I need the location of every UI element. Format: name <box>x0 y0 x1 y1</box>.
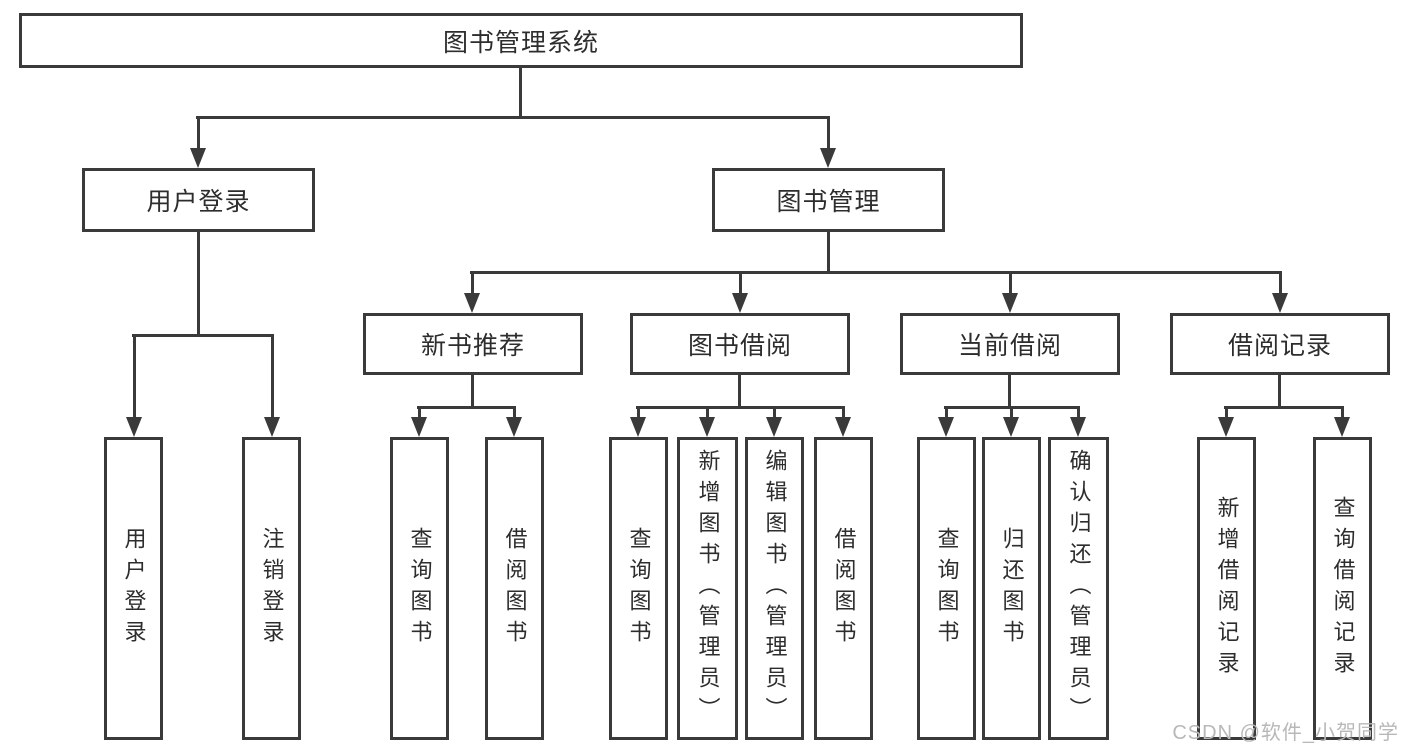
leaf-cb-return-books-label: 归还图书 <box>999 526 1025 651</box>
arrowhead-icon <box>1003 417 1019 437</box>
arrowhead-icon <box>630 417 646 437</box>
leaf-cb-confirm-return-admin: 确认归还（管理员） <box>1048 437 1109 740</box>
leaf-cb-query-books: 查询图书 <box>917 437 976 740</box>
leaf-ul-logout: 注销登录 <box>242 437 301 740</box>
connector-user-login-stub <box>197 232 200 337</box>
arrow-to-user-login <box>190 118 206 168</box>
arrowhead-icon <box>835 417 851 437</box>
connector-root-branch <box>196 116 830 119</box>
leaf-br-query-borrow-record: 查询借阅记录 <box>1313 437 1372 740</box>
arrow-to-book-borrow <box>732 273 748 313</box>
node-borrow-record: 借阅记录 <box>1170 313 1390 375</box>
connector-root-stub <box>519 68 522 119</box>
node-book-management: 图书管理 <box>712 168 945 232</box>
arrow-to-cb-return-books <box>1003 408 1019 437</box>
leaf-nbr-query-books-label: 查询图书 <box>407 526 433 651</box>
arrow-to-br-add-record <box>1218 408 1234 437</box>
arrowhead-icon <box>766 417 782 437</box>
leaf-nbr-borrow-books-label: 借阅图书 <box>502 526 528 651</box>
arrow-to-bb-add-books <box>699 408 715 437</box>
node-borrow-record-label: 借阅记录 <box>1227 332 1332 360</box>
leaf-bb-query-books: 查询图书 <box>609 437 668 740</box>
connector-user-login-branch <box>132 334 274 337</box>
connector-borrow-record-branch <box>1224 406 1344 409</box>
node-book-borrow-label: 图书借阅 <box>687 332 792 360</box>
leaf-bb-add-books-admin-label: 新增图书（管理员） <box>695 449 721 728</box>
csdn-watermark: CSDN @软件_小贺同学 <box>1172 722 1399 744</box>
arrow-to-nbr-borrow-books <box>506 408 522 437</box>
connector-book-borrow-branch <box>636 406 845 409</box>
arrow-to-bb-borrow-books <box>835 408 851 437</box>
arrowhead-icon <box>732 293 748 313</box>
connector-current-borrow-stub <box>1008 375 1011 409</box>
arrowhead-icon <box>126 417 142 437</box>
leaf-nbr-borrow-books: 借阅图书 <box>485 437 544 740</box>
arrowhead-icon <box>699 417 715 437</box>
node-user-login-label: 用户登录 <box>146 188 251 216</box>
arrowhead-icon <box>1218 417 1234 437</box>
arrow-to-nbr-query-books <box>411 408 427 437</box>
leaf-bb-borrow-books: 借阅图书 <box>814 437 873 740</box>
arrowhead-icon <box>411 417 427 437</box>
node-book-borrow: 图书借阅 <box>630 313 850 375</box>
arrow-to-leaf-user-login <box>126 336 142 437</box>
connector-new-book-recommend-stub <box>471 375 474 409</box>
arrowhead-icon <box>1002 293 1018 313</box>
node-root-label: 图书管理系统 <box>442 28 599 57</box>
arrowhead-icon <box>1070 417 1086 437</box>
arrow-to-br-query-record <box>1334 408 1350 437</box>
arrowhead-icon <box>938 417 954 437</box>
arrowhead-icon <box>464 293 480 313</box>
leaf-cb-return-books: 归还图书 <box>982 437 1041 740</box>
leaf-nbr-query-books: 查询图书 <box>390 437 449 740</box>
arrowhead-icon <box>1334 417 1350 437</box>
connector-new-book-recommend-branch <box>417 406 516 409</box>
leaf-br-query-borrow-record-label: 查询借阅记录 <box>1330 495 1356 682</box>
node-user-login: 用户登录 <box>82 168 315 232</box>
leaf-bb-edit-books-admin-label: 编辑图书（管理员） <box>762 449 788 728</box>
node-new-book-recommend-label: 新书推荐 <box>420 332 525 360</box>
arrow-to-new-book-recommend <box>464 273 480 313</box>
arrowhead-icon <box>820 148 836 168</box>
leaf-bb-edit-books-admin: 编辑图书（管理员） <box>745 437 804 740</box>
leaf-br-add-borrow-record-label: 新增借阅记录 <box>1214 495 1240 682</box>
node-book-management-label: 图书管理 <box>776 188 881 216</box>
leaf-cb-confirm-return-admin-label: 确认归还（管理员） <box>1066 449 1092 728</box>
arrowhead-icon <box>264 417 280 437</box>
connector-current-borrow-branch <box>944 406 1080 409</box>
connector-borrow-record-stub <box>1278 375 1281 409</box>
leaf-bb-borrow-books-label: 借阅图书 <box>831 526 857 651</box>
arrow-to-current-borrow <box>1002 273 1018 313</box>
arrow-to-cb-confirm-return <box>1070 408 1086 437</box>
leaf-ul-logout-label: 注销登录 <box>259 526 285 651</box>
node-root: 图书管理系统 <box>19 13 1023 68</box>
leaf-bb-add-books-admin: 新增图书（管理员） <box>677 437 738 740</box>
arrow-to-cb-query-books <box>938 408 954 437</box>
connector-book-borrow-stub <box>738 375 741 409</box>
arrow-to-bb-edit-books <box>766 408 782 437</box>
leaf-cb-query-books-label: 查询图书 <box>934 526 960 651</box>
arrowhead-icon <box>1272 293 1288 313</box>
node-current-borrow-label: 当前借阅 <box>957 332 1062 360</box>
arrowhead-icon <box>506 417 522 437</box>
arrowhead-icon <box>190 148 206 168</box>
leaf-ul-user-login-label: 用户登录 <box>121 526 147 651</box>
node-current-borrow: 当前借阅 <box>900 313 1120 375</box>
arrow-to-bb-query-books <box>630 408 646 437</box>
connector-book-management-stub <box>827 232 830 274</box>
arrow-to-leaf-logout <box>264 336 280 437</box>
leaf-br-add-borrow-record: 新增借阅记录 <box>1197 437 1256 740</box>
leaf-bb-query-books-label: 查询图书 <box>626 526 652 651</box>
node-new-book-recommend: 新书推荐 <box>363 313 583 375</box>
arrow-to-book-management <box>820 118 836 168</box>
connector-book-management-branch <box>470 271 1282 274</box>
leaf-ul-user-login: 用户登录 <box>104 437 163 740</box>
arrow-to-borrow-record <box>1272 273 1288 313</box>
